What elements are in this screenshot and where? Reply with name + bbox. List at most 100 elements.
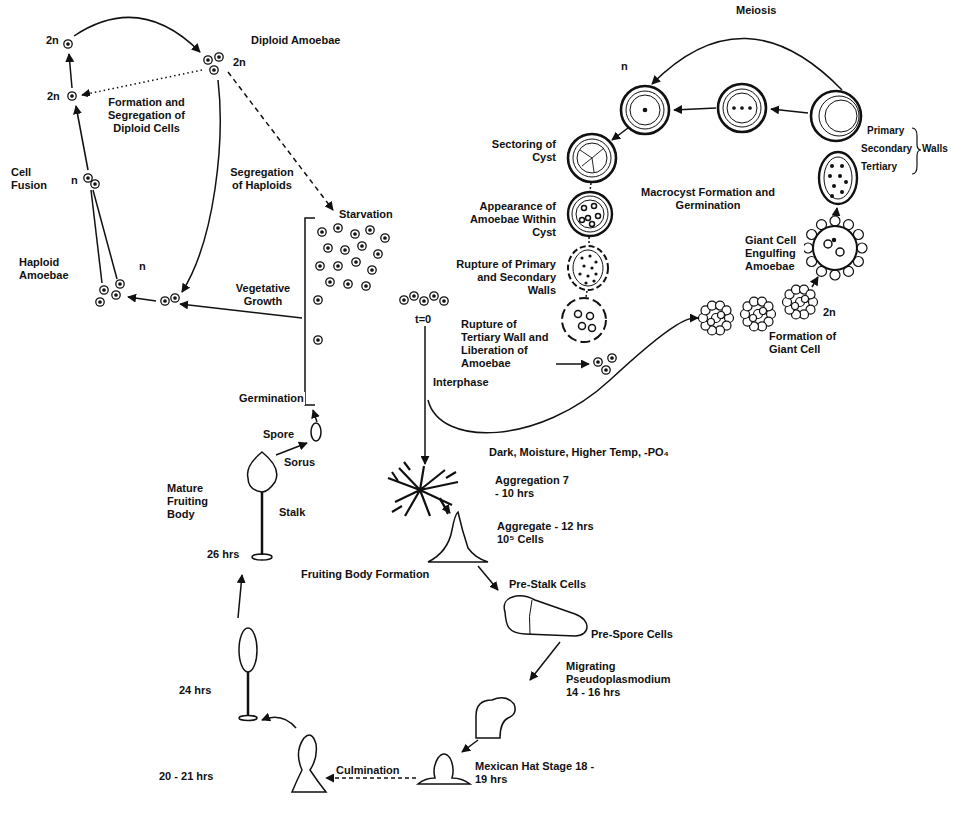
fruiting-body-cycle-part <box>326 777 416 779</box>
stage-label: Aggregation 7 - 10 hrs <box>494 474 576 500</box>
stage-label: Culmination <box>335 764 401 777</box>
macrocyst-cycle-part <box>652 38 842 90</box>
fruiting-body-cycle-part <box>476 698 515 738</box>
parasexual-cycle-part <box>82 70 202 95</box>
macrocyst-cycle-part <box>579 323 586 330</box>
macrocyst-cycle-part <box>718 84 766 132</box>
macrocyst-cycle-part-part <box>828 174 832 178</box>
fruiting-body-cycle-part <box>530 642 560 680</box>
macrocyst-cycle-part <box>828 164 848 198</box>
macrocyst-cycle-part-part <box>590 266 593 269</box>
parasexual-cycle-part <box>76 106 88 170</box>
macrocyst-cycle-part <box>819 96 859 136</box>
macrocyst-cycle-part <box>580 148 604 172</box>
starvation-cells-part <box>374 250 382 258</box>
starvation-cells-part <box>344 280 352 288</box>
time-label: 24 hrs <box>178 684 212 697</box>
part-label: Pre-Stalk Cells <box>508 578 587 591</box>
fruiting-body-cycle-part <box>248 452 277 492</box>
parasexual-cycle-part <box>84 174 92 182</box>
fruiting-body-cycle-part <box>440 500 450 513</box>
parasexual-cycle-part <box>116 280 124 288</box>
fruiting-body-cycle <box>238 423 587 792</box>
ploidy-label: n <box>620 60 629 73</box>
ploidy-label: 2n <box>822 306 837 319</box>
part-label: Spore <box>262 428 295 441</box>
parasexual-cycle-part <box>215 53 223 61</box>
macrocyst-cycle-part-part <box>830 164 834 168</box>
macrocyst-cycle-part-part <box>830 194 834 198</box>
macrocyst-cycle-part <box>608 354 616 362</box>
macrocyst-cycle-part-part <box>840 164 844 168</box>
parasexual-cycle-part <box>74 17 200 52</box>
starvation-cells-part <box>381 234 389 242</box>
fruiting-body-cycle-part <box>478 566 498 590</box>
process-label: Meiosis <box>735 4 777 17</box>
fruiting-body-cycle-part <box>504 596 587 636</box>
fruiting-body-cycle-part-part <box>392 462 456 514</box>
stage-label: Aggregate - 12 hrs 10⁵ Cells <box>496 520 608 546</box>
macrocyst-cycle-part <box>741 107 743 109</box>
stage-label: Appearance of Amoebae Within Cyst <box>455 200 557 239</box>
fruiting-body-cycle-part <box>418 754 470 784</box>
starvation-cells-part <box>326 278 334 286</box>
starvation-cells-part <box>316 262 324 270</box>
fruiting-body-cycle-part <box>238 575 242 618</box>
parasexual-cycle-part <box>96 298 104 306</box>
macrocyst-cycle-part <box>586 216 591 221</box>
macrocyst-cycle-part <box>612 128 628 140</box>
macrocyst-cycle-part-part <box>594 272 597 275</box>
fruiting-body-cycle-part <box>462 740 478 752</box>
macrocyst-cycle-part <box>578 254 597 284</box>
parasexual-cycle-part <box>64 40 72 48</box>
fruiting-body-cycle-part <box>388 462 458 516</box>
stage-label: Rupture of Tertiary Wall and Liberation … <box>460 318 554 370</box>
macrocyst-cycle-part <box>771 109 808 113</box>
starvation-cells-part <box>351 230 359 238</box>
macrocyst-cycle-part <box>573 250 603 286</box>
macrocyst-cycle-part-part <box>594 260 597 263</box>
starvation-cells-part <box>420 297 428 305</box>
macrocyst-cycle-part <box>587 313 594 320</box>
wall-label: Walls <box>921 142 949 155</box>
starvation-cells-part <box>366 226 374 234</box>
macrocyst-cycle-part <box>596 214 601 219</box>
parasexual-cycle-part <box>128 297 156 301</box>
starvation-cells-part <box>313 410 317 422</box>
parasexual-cycle-part <box>210 66 218 74</box>
time-label: t=0 <box>414 313 432 326</box>
ploidy-label: n <box>138 260 147 273</box>
macrocyst-cycle-part <box>783 285 818 319</box>
fruiting-body-cycle-part <box>529 600 532 634</box>
parasexual-cycle-part <box>112 291 120 299</box>
starvation-cells-part <box>430 292 438 300</box>
macrocyst-cycle-part <box>568 134 616 182</box>
macrocyst-cycle-part <box>723 89 761 127</box>
wall-label: Tertiary <box>860 160 898 173</box>
stage-label: Mature Fruiting Body <box>166 482 230 521</box>
starvation-cells-part <box>305 218 315 405</box>
starvation-cells-part <box>314 336 322 344</box>
time-label: 26 hrs <box>206 548 240 561</box>
macrocyst-cycle-part <box>630 95 660 125</box>
macrocyst-cycle-part <box>590 222 595 227</box>
parasexual-cycle-part <box>161 297 169 305</box>
stage-label: Haploid Amoebae <box>18 256 80 282</box>
cycle-title: Formation and Segregation of Diploid Cel… <box>88 96 205 135</box>
ploidy-label: 2n <box>46 90 61 103</box>
fruiting-body-cycle-part <box>428 512 488 562</box>
macrocyst-cycle-part <box>699 301 734 335</box>
macrocyst-cycle-part-part <box>830 270 840 280</box>
macrocyst-cycle-part <box>626 91 664 129</box>
stage-label: Cell Fusion <box>10 166 54 192</box>
macrocyst-cycle-part <box>576 200 604 228</box>
macrocyst-cycle-part <box>586 291 587 297</box>
macrocyst-cycle-part <box>813 226 857 270</box>
macrocyst-cycle-part-part <box>582 264 585 267</box>
macrocyst-cycle-part-part <box>580 256 583 259</box>
macrocyst-cycle-part <box>674 108 716 110</box>
stage-label: Migrating Pseudoplasmodium 14 - 16 hrs <box>565 660 679 699</box>
macrocyst-cycle-part <box>819 152 857 204</box>
part-label: Stalk <box>278 506 306 519</box>
macrocyst-cycle-part-part <box>857 243 867 253</box>
